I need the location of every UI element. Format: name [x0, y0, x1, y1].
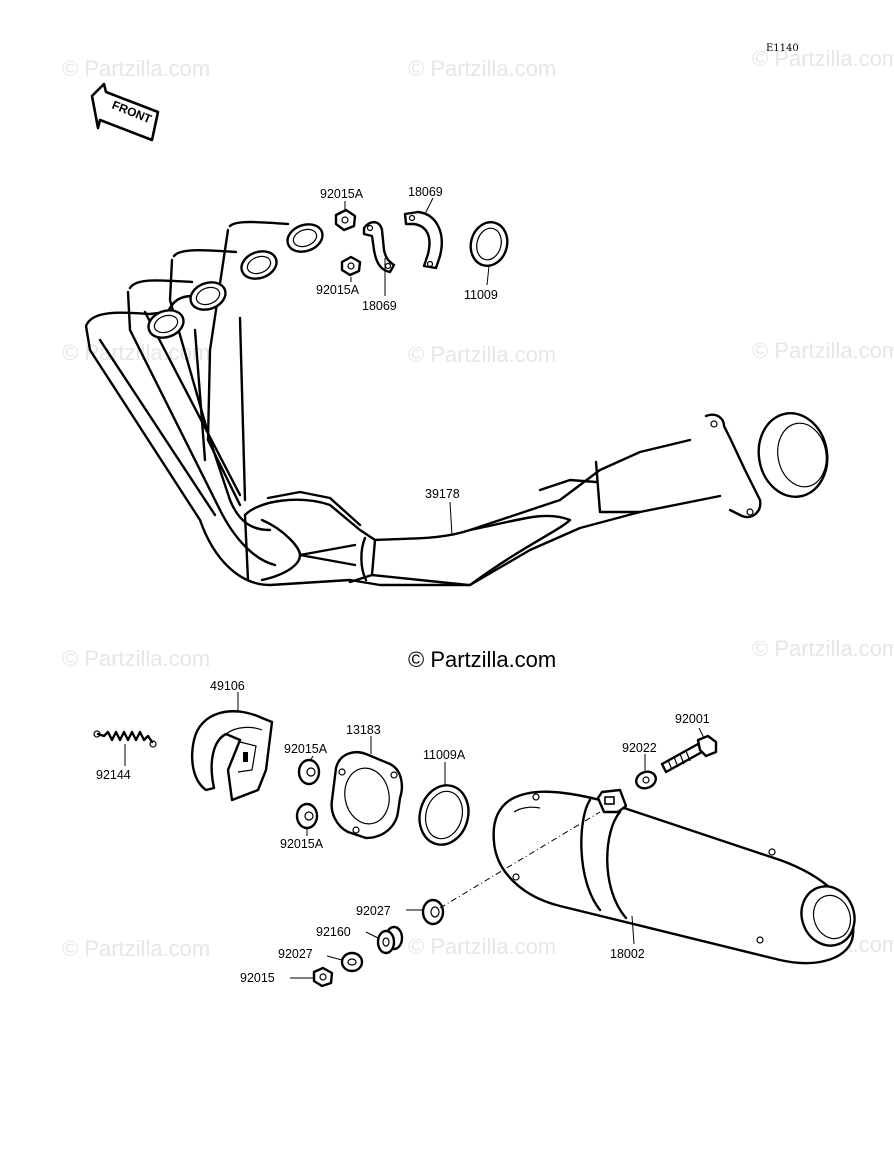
- nut-92015A-top[interactable]: [334, 208, 357, 232]
- label-18069-bottom[interactable]: 18069: [362, 299, 397, 313]
- grommet-92160[interactable]: [376, 925, 404, 955]
- label-49106[interactable]: 49106: [210, 679, 245, 693]
- watermark: © Partzilla.com: [752, 46, 894, 71]
- clamp-18069-left[interactable]: [362, 221, 396, 274]
- watermark: © Partzilla.com: [752, 636, 894, 661]
- label-92015A-lower-top[interactable]: 92015A: [284, 742, 328, 756]
- label-18069-top[interactable]: 18069: [408, 185, 443, 199]
- label-92015A-mid[interactable]: 92015A: [316, 283, 360, 297]
- muffler-18002[interactable]: [492, 788, 863, 965]
- part-labels: 92015A 92015A 18069 18069 11009 39178 49…: [96, 185, 710, 985]
- spring-92144[interactable]: [93, 730, 157, 748]
- nut-92015A-lower-bottom[interactable]: [295, 802, 319, 830]
- copyright-text: © Partzilla.com: [408, 647, 556, 672]
- gasket-11009[interactable]: [466, 218, 512, 270]
- assembly-line: [439, 811, 601, 909]
- diagram-code: E1140: [766, 43, 799, 54]
- watermark: © Partzilla.com: [752, 338, 894, 363]
- heat-shield-49106[interactable]: [191, 710, 274, 802]
- watermark: © Partzilla.com: [62, 646, 210, 671]
- washer-92022[interactable]: [634, 769, 658, 791]
- bolt-92001[interactable]: [660, 734, 718, 774]
- label-39178[interactable]: 39178: [425, 487, 460, 501]
- label-18002[interactable]: 18002: [610, 947, 645, 961]
- nut-92015[interactable]: [312, 966, 334, 988]
- watermark-layer: © Partzilla.com © Partzilla.com © Partzi…: [62, 46, 894, 961]
- collar-92027-upper[interactable]: [421, 898, 445, 926]
- label-11009A[interactable]: 11009A: [423, 748, 466, 762]
- watermark: © Partzilla.com: [408, 56, 556, 81]
- label-92160[interactable]: 92160: [316, 925, 351, 939]
- watermark: © Partzilla.com: [62, 936, 210, 961]
- label-92001[interactable]: 92001: [675, 712, 710, 726]
- label-13183[interactable]: 13183: [346, 723, 381, 737]
- label-92022[interactable]: 92022: [622, 741, 657, 755]
- nut-92015A-mid[interactable]: [340, 255, 362, 277]
- label-92015[interactable]: 92015: [240, 971, 275, 985]
- label-11009[interactable]: 11009: [464, 288, 498, 302]
- label-92015A-top[interactable]: 92015A: [320, 187, 364, 201]
- nut-92015A-lower-top[interactable]: [297, 758, 321, 786]
- front-arrow-icon: FRONT: [90, 82, 160, 142]
- flange-13183[interactable]: [330, 751, 404, 840]
- gasket-11009A[interactable]: [413, 780, 475, 850]
- clamp-18069-right[interactable]: [403, 210, 443, 270]
- label-92027-upper[interactable]: 92027: [356, 904, 391, 918]
- leader-lines: [124, 197, 705, 979]
- label-92027-lower[interactable]: 92027: [278, 947, 313, 961]
- watermark: © Partzilla.com: [408, 342, 556, 367]
- watermark: © Partzilla.com: [62, 56, 210, 81]
- collar-92027-lower[interactable]: [340, 951, 364, 973]
- watermark: © Partzilla.com: [408, 934, 556, 959]
- exhaust-header-pipe[interactable]: [84, 220, 834, 587]
- label-92015A-lower-bottom[interactable]: 92015A: [280, 837, 324, 851]
- label-92144[interactable]: 92144: [96, 768, 131, 782]
